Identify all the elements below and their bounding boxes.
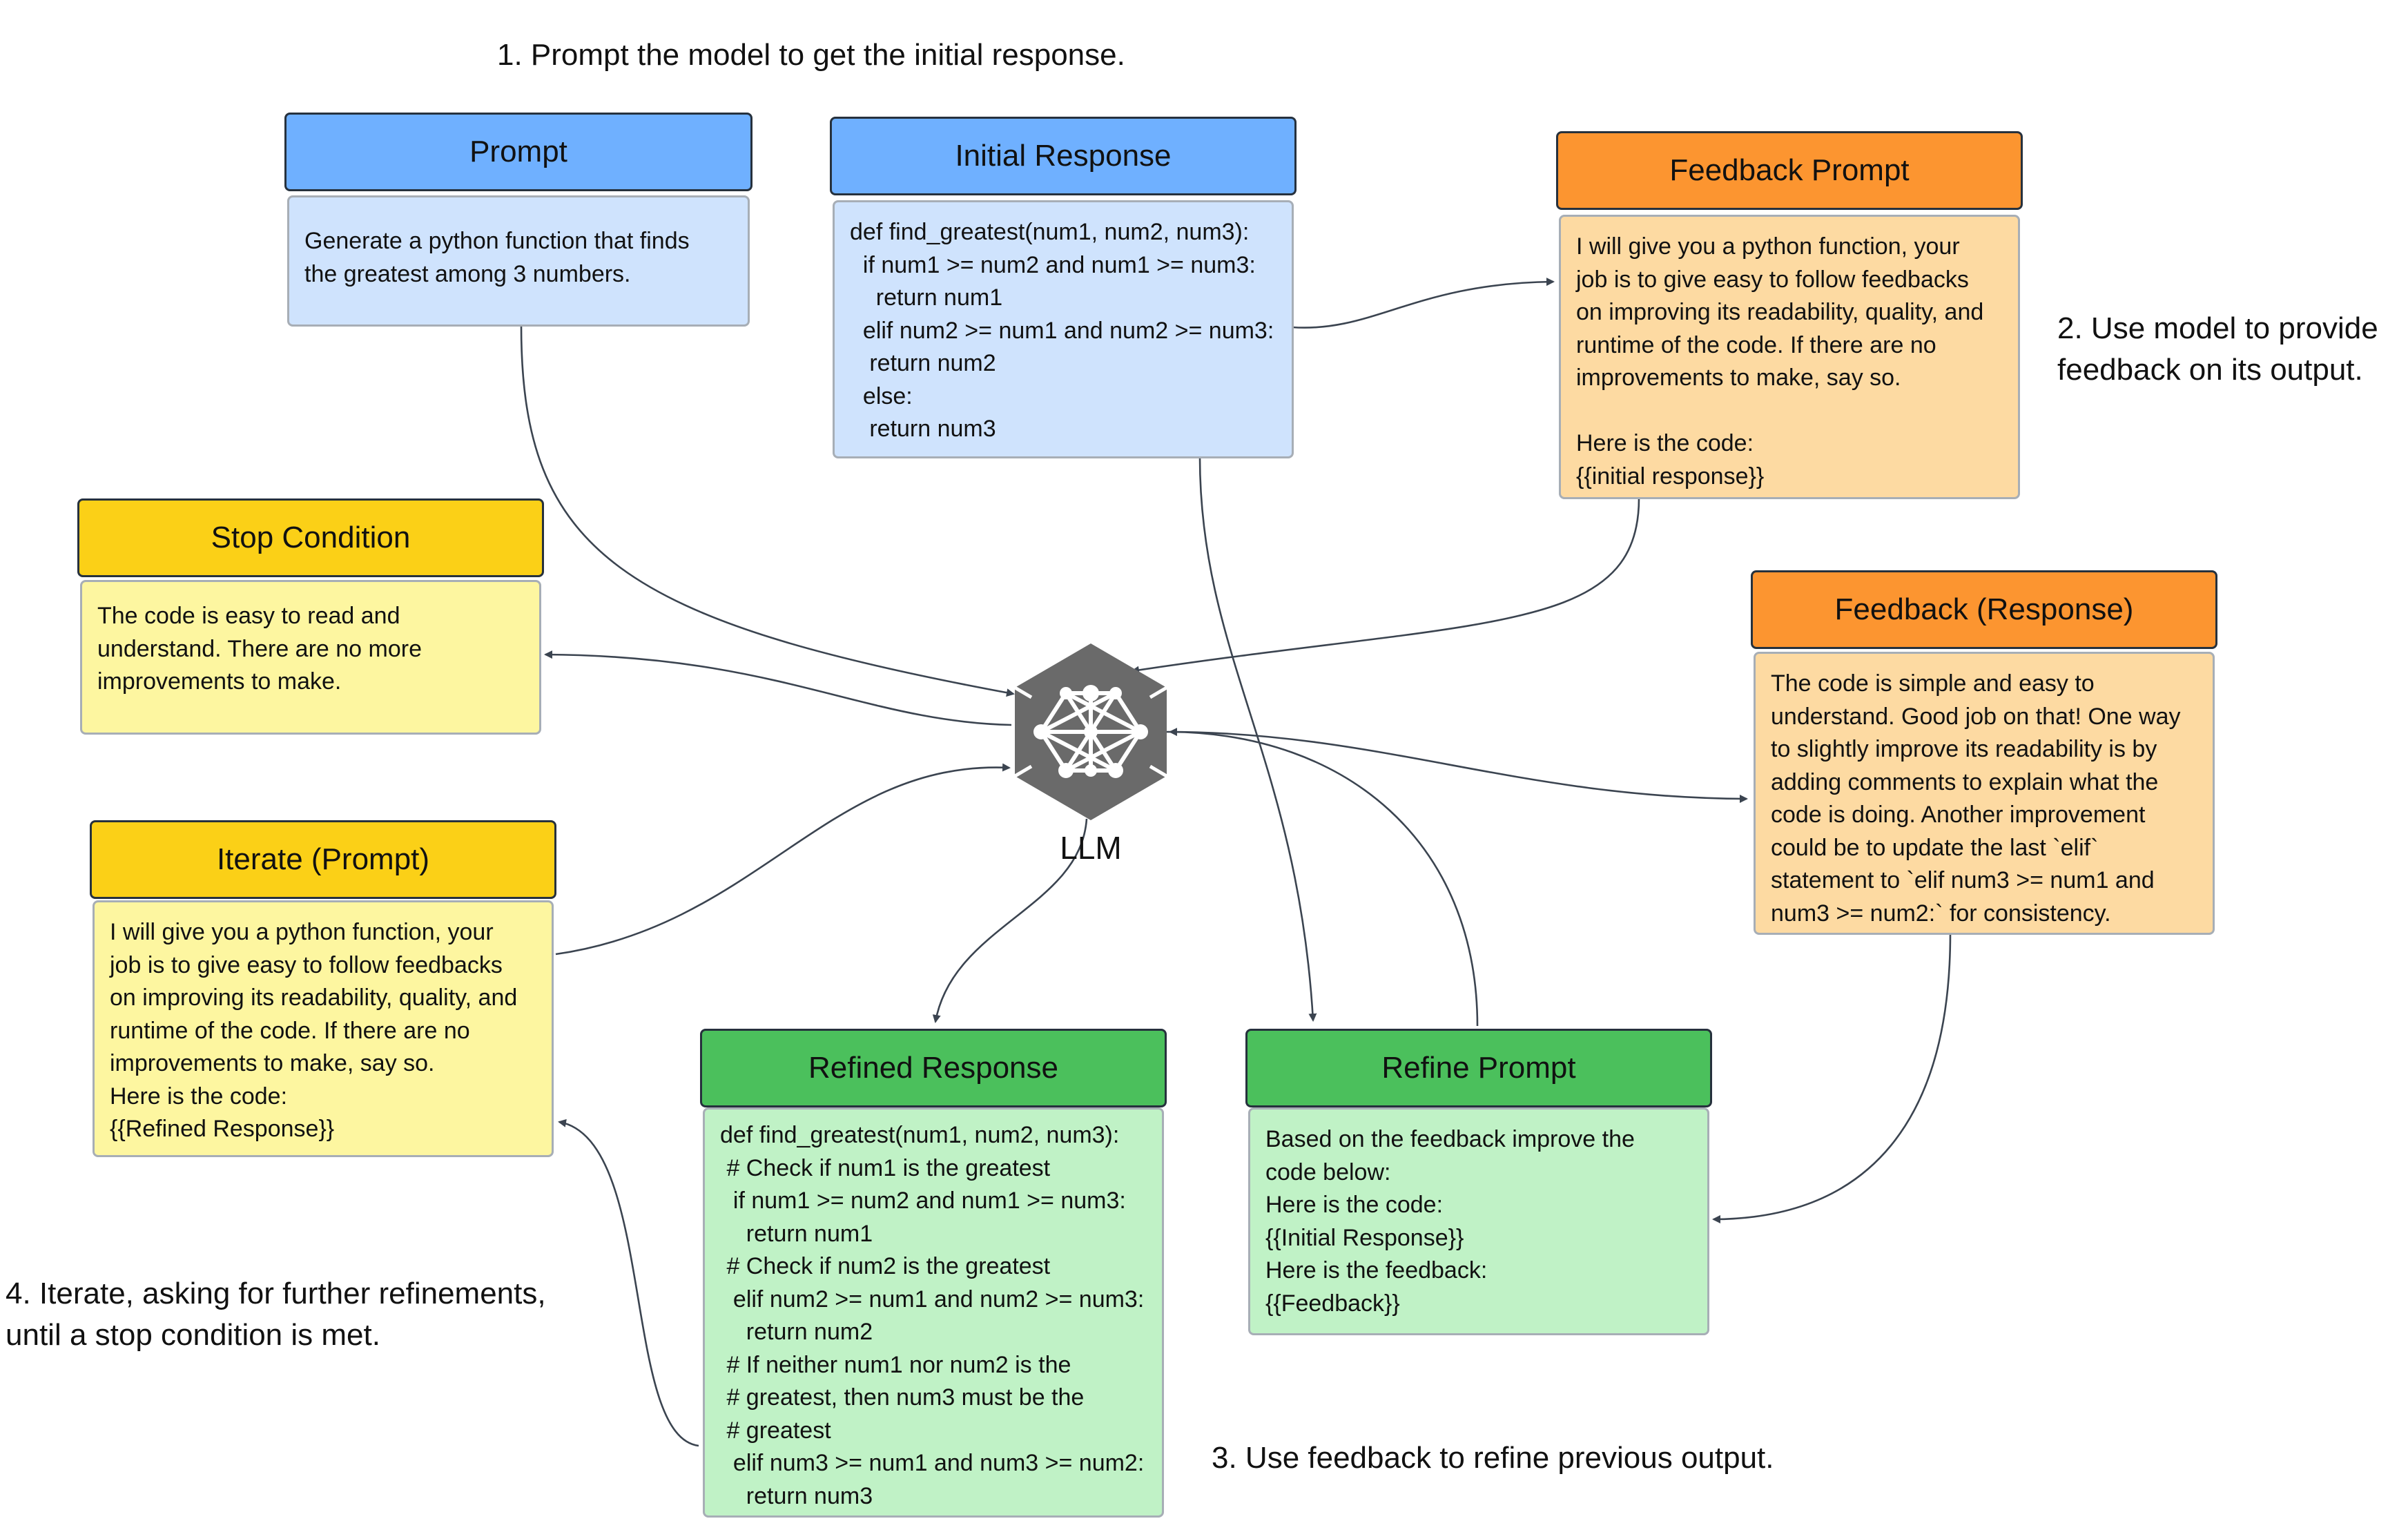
llm-label: LLM xyxy=(1060,830,1122,866)
refine-prompt-body: Based on the feedback improve the code b… xyxy=(1248,1107,1709,1335)
step-3-label: 3. Use feedback to refine previous outpu… xyxy=(1212,1441,1774,1475)
edge-feedback-prompt-to-llm xyxy=(1131,498,1640,675)
neural-network-icon xyxy=(1008,643,1174,820)
refine-prompt-card[interactable]: Refine Prompt Based on the feedback impr… xyxy=(1245,1029,1712,1335)
edge-llm-to-feedback-response xyxy=(1166,730,1748,803)
feedback-prompt-card[interactable]: Feedback Prompt I will give you a python… xyxy=(1556,131,2023,499)
edge-llm-to-stop-condition xyxy=(544,650,1012,726)
edge-refined-response-to-iterate-prompt xyxy=(558,1118,699,1447)
step-2-label: 2. Use model to provide feedback on its … xyxy=(2057,311,2378,387)
step-1-label: 1. Prompt the model to get the initial r… xyxy=(497,38,1125,72)
prompt-card[interactable]: Prompt Generate a python function that f… xyxy=(284,113,752,327)
refined-response-card[interactable]: Refined Response def find_greatest(num1,… xyxy=(700,1029,1167,1520)
initial-response-body: def find_greatest(num1, num2, num3): if … xyxy=(833,200,1294,458)
llm-node[interactable] xyxy=(1008,643,1174,871)
initial-response-card[interactable]: Initial Response def find_greatest(num1,… xyxy=(830,117,1297,458)
prompt-title: Prompt xyxy=(284,113,752,191)
iterate-prompt-title: Iterate (Prompt) xyxy=(90,820,556,899)
iterate-prompt-card[interactable]: Iterate (Prompt) I will give you a pytho… xyxy=(90,820,556,1157)
stop-condition-title: Stop Condition xyxy=(77,498,544,577)
edge-refine-prompt-to-llm xyxy=(1169,728,1479,1027)
refined-response-title: Refined Response xyxy=(700,1029,1167,1107)
feedback-response-title: Feedback (Response) xyxy=(1751,570,2217,649)
initial-response-title: Initial Response xyxy=(830,117,1297,195)
iterate-prompt-body: I will give you a python function, your … xyxy=(93,900,554,1157)
stop-condition-body: The code is easy to read and understand.… xyxy=(80,580,541,735)
edge-feedback-response-to-refine-prompt xyxy=(1712,933,1952,1223)
edge-initial-response-to-feedback-prompt xyxy=(1292,278,1555,329)
stop-condition-card[interactable]: Stop Condition The code is easy to read … xyxy=(77,498,544,735)
edge-iterate-prompt-to-llm xyxy=(555,763,1011,956)
step-4-label: 4. Iterate, asking for further refinemen… xyxy=(6,1277,546,1352)
feedback-prompt-title: Feedback Prompt xyxy=(1556,131,2023,210)
edge-initial-response-to-refine-prompt xyxy=(1198,456,1317,1022)
prompt-body: Generate a python function that finds th… xyxy=(287,195,750,327)
feedback-response-body: The code is simple and easy to understan… xyxy=(1754,652,2215,935)
feedback-response-card[interactable]: Feedback (Response) The code is simple a… xyxy=(1751,570,2217,935)
feedback-prompt-body: I will give you a python function, your … xyxy=(1559,215,2020,499)
refined-response-body: def find_greatest(num1, num2, num3): # C… xyxy=(703,1107,1164,1518)
refine-prompt-title: Refine Prompt xyxy=(1245,1029,1712,1107)
